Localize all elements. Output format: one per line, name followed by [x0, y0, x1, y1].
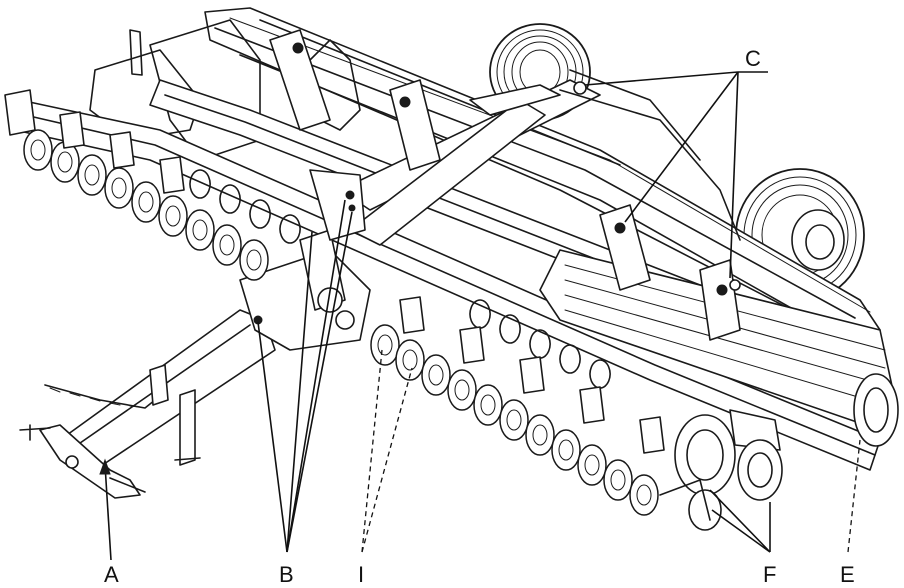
hydraulic-cylinders	[269, 29, 741, 341]
side-deflector-discs	[659, 414, 783, 531]
disc	[525, 414, 555, 456]
disc	[131, 181, 161, 223]
headstock	[239, 169, 371, 351]
disc	[551, 429, 581, 471]
callout-c: C	[745, 46, 761, 71]
disc	[473, 384, 503, 426]
callout-f: F	[763, 562, 776, 587]
disc	[629, 474, 659, 516]
disc	[77, 154, 107, 196]
front-disc-gang	[23, 129, 659, 516]
disc	[23, 129, 53, 171]
disc	[370, 324, 400, 366]
disc	[395, 339, 425, 381]
disc	[158, 195, 188, 237]
disc	[212, 224, 242, 266]
disc	[577, 444, 607, 486]
disc	[185, 209, 215, 251]
callout-i: I	[358, 562, 364, 587]
drawbar	[19, 309, 276, 499]
disc-brackets	[4, 89, 781, 454]
disc	[603, 459, 633, 501]
disc	[499, 399, 529, 441]
disc	[447, 369, 477, 411]
callout-e: E	[840, 562, 855, 587]
disc	[421, 354, 451, 396]
leader-lines	[99, 71, 861, 561]
disc	[50, 141, 80, 183]
disc	[104, 167, 134, 209]
callout-a: A	[104, 562, 119, 587]
callout-b: B	[279, 562, 294, 587]
disc	[239, 239, 269, 281]
parking-jack	[149, 364, 201, 466]
